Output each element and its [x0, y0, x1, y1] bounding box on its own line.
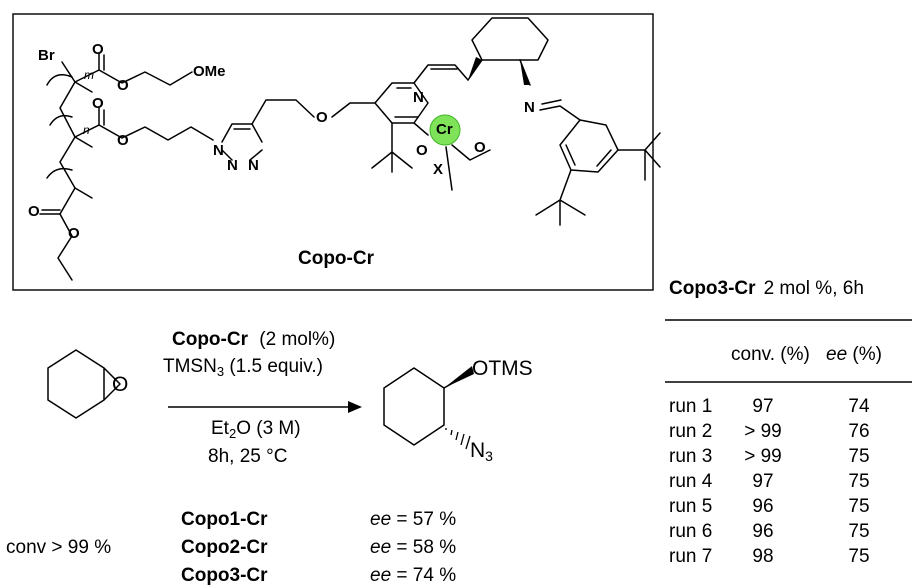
table-title-conditions: 2 mol %, 6h	[763, 278, 864, 299]
table-cell-conv: 97	[752, 471, 774, 492]
epoxide-oxygen: O	[112, 373, 129, 396]
reagent-base: TMSN	[163, 356, 217, 377]
table-cell-ee: 75	[848, 446, 870, 467]
result-ee-2: ee = 58 %	[370, 538, 456, 557]
atom-br: Br	[38, 47, 55, 64]
atom-o-5: O	[316, 109, 328, 126]
table-cell-conv: 97	[752, 396, 774, 417]
result-catalyst-3: Copo3-Cr	[181, 565, 268, 586]
wedge-bond	[468, 57, 482, 80]
result-ee-label-1: ee	[370, 509, 392, 530]
result-catalyst-2: Copo2-Cr	[181, 537, 268, 558]
table-cell-run: run 5	[669, 496, 713, 517]
atom-ome: OMe	[193, 63, 226, 80]
table-cell-conv: 96	[752, 496, 774, 517]
solvent-rest: O (3 M)	[236, 418, 301, 439]
structure-name: Copo-Cr	[298, 248, 374, 269]
catalyst-name: Copo-Cr	[172, 329, 248, 350]
header-ee: ee (%)	[826, 345, 882, 364]
atom-n-5: N	[524, 99, 535, 116]
subscript-m: m	[84, 68, 94, 82]
atom-n-3: N	[248, 157, 259, 174]
result-ee-3: ee = 74 %	[370, 566, 456, 585]
reagent-amount: (1.5 equiv.)	[224, 356, 323, 377]
metal-cr: Cr	[436, 121, 453, 138]
result-catalyst-1: Copo1-Cr	[181, 509, 268, 530]
product-otms: OTMS	[472, 357, 533, 380]
structure-bonds	[39, 17, 661, 281]
table-cell-ee: 75	[848, 521, 870, 542]
table-cell-run: run 6	[669, 521, 713, 542]
wedge-bond-2	[520, 60, 530, 85]
atom-o-4: O	[117, 132, 129, 149]
atom-o-2: O	[117, 77, 129, 94]
cr-highlight	[429, 114, 461, 146]
product-azide-subscript: 3	[485, 448, 493, 464]
solvent-line: Et2O (3 M)	[211, 418, 301, 441]
result-ee-value-3: = 74 %	[391, 565, 457, 586]
result-ee-label-2: ee	[370, 537, 392, 558]
table-cell-ee: 76	[848, 421, 870, 442]
table-cell-run: run 1	[669, 396, 713, 417]
table-cell-run: run 2	[669, 421, 713, 442]
atom-n-1: N	[213, 142, 224, 159]
atom-n-4: N	[413, 89, 424, 106]
structure-frame	[12, 13, 654, 291]
table-cell-run: run 7	[669, 546, 713, 567]
result-ee-1: ee = 57 %	[370, 510, 456, 529]
atom-o-7: O	[68, 225, 80, 242]
result-ee-label-3: ee	[370, 565, 392, 586]
table-cell-conv: 98	[752, 546, 774, 567]
table-cell-run: run 4	[669, 471, 713, 492]
atom-o-3: O	[92, 95, 104, 112]
table-cell-ee: 75	[848, 496, 870, 517]
reaction-drawing	[47, 319, 912, 446]
reagent-subscript: 3	[216, 364, 225, 379]
reagent-line: TMSN3 (1.5 equiv.)	[163, 356, 323, 379]
product-azide-n: N	[470, 439, 486, 462]
atom-o-8: O	[416, 142, 428, 159]
result-ee-value-1: = 57 %	[391, 509, 457, 530]
atom-o-1: O	[92, 41, 104, 58]
n3-hash-bond	[445, 428, 471, 450]
header-ee-unit: (%)	[847, 344, 882, 365]
table-cell-run: run 3	[669, 446, 713, 467]
atom-o-6: O	[28, 203, 40, 220]
atom-x: X	[433, 161, 444, 178]
solvent-base: Et	[211, 418, 229, 439]
catalyst-loading: (2 mol%)	[259, 329, 336, 350]
reaction-conditions: 8h, 25 °C	[208, 446, 288, 467]
conversion-label: conv > 99 %	[6, 537, 112, 558]
catalyst-line: Copo-Cr (2 mol%)	[172, 330, 335, 349]
result-ee-value-2: = 58 %	[391, 537, 457, 558]
table-cell-conv: > 99	[744, 446, 782, 467]
atom-o-9: O	[474, 139, 486, 156]
table-cell-ee: 74	[848, 396, 870, 417]
header-conv: conv. (%)	[731, 344, 810, 365]
table-title-catalyst: Copo3-Cr	[669, 278, 756, 299]
header-ee-label: ee	[826, 344, 848, 365]
table-cell-conv: 96	[752, 521, 774, 542]
otms-wedge	[444, 366, 474, 388]
table-cell-ee: 75	[848, 546, 870, 567]
reaction-arrow-head	[348, 401, 362, 413]
table-cell-conv: > 99	[744, 421, 782, 442]
table-title: Copo3-Cr 2 mol %, 6h	[669, 279, 864, 298]
product-azide: N3	[470, 439, 493, 464]
solvent-subscript: 2	[228, 426, 237, 441]
atom-n-2: N	[227, 157, 238, 174]
table-cell-ee: 75	[848, 471, 870, 492]
subscript-n: n	[83, 123, 90, 137]
